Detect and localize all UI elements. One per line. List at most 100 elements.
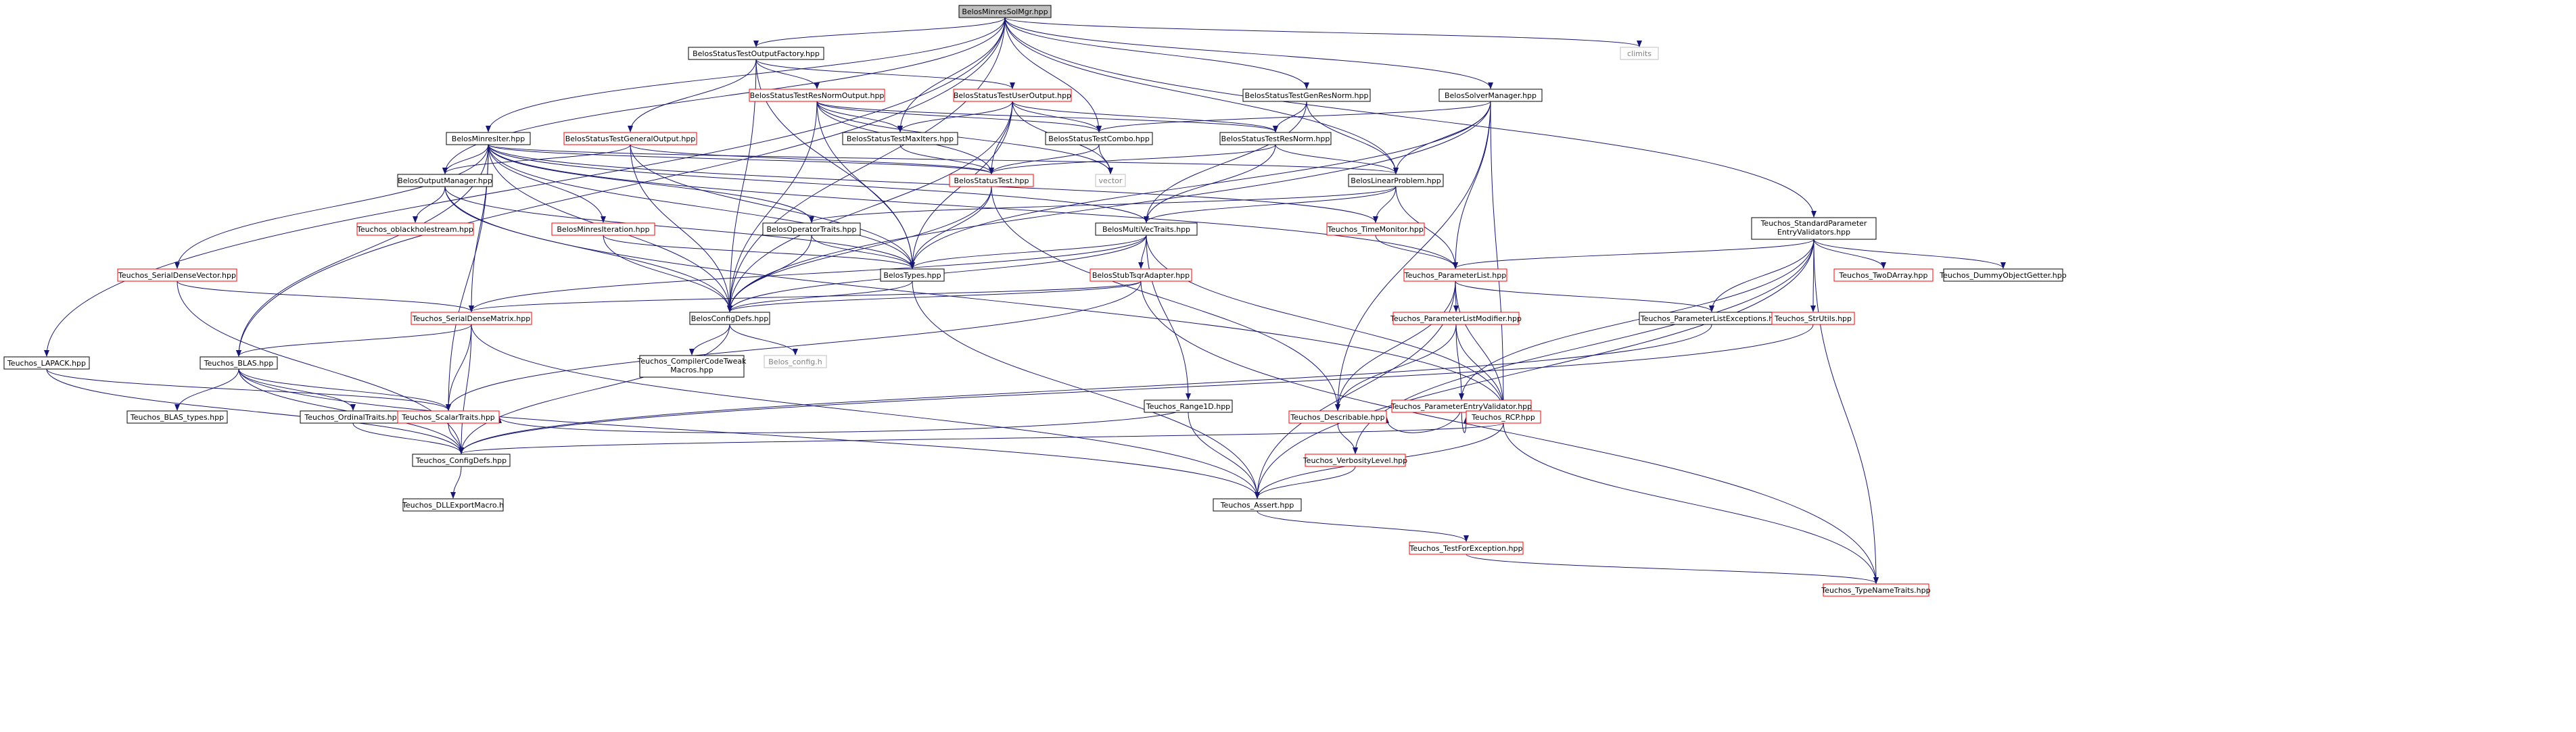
node-box-lapack bbox=[3, 356, 90, 370]
node-rcp[interactable]: Teuchos_RCP.hpp bbox=[1466, 410, 1541, 424]
edge-resnorm-to-mvtraits bbox=[1144, 144, 1276, 223]
edge-plmodifier-to-rcp bbox=[1455, 324, 1506, 411]
node-paramlist[interactable]: Teuchos_ParameterList.hpp bbox=[1403, 268, 1507, 282]
node-ordinal[interactable]: Teuchos_OrdinalTraits.hpp bbox=[300, 410, 406, 424]
edge-optraits-to-belosconfig bbox=[727, 235, 812, 312]
node-outmgr[interactable]: BelosOutputManager.hpp bbox=[397, 174, 493, 187]
node-label-genoutput: BelosStatusTestGeneralOutput.hpp bbox=[565, 135, 696, 143]
node-box-optraits bbox=[762, 222, 861, 236]
node-label-belostypes: BelosTypes.hpp bbox=[883, 271, 941, 280]
node-serialmat[interactable]: Teuchos_SerialDenseMatrix.hpp bbox=[411, 312, 532, 325]
node-twodarray[interactable]: Teuchos_TwoDArray.hpp bbox=[1833, 268, 1934, 282]
edge-maxiters-to-statustest bbox=[899, 144, 994, 174]
edge-pevalidator-to-describable bbox=[1384, 406, 1462, 433]
node-plexceptions[interactable]: Teuchos_ParameterListExceptions.hpp bbox=[1639, 312, 1785, 325]
node-box-mvtraits bbox=[1095, 222, 1198, 236]
node-testexc[interactable]: Teuchos_TestForException.hpp bbox=[1409, 541, 1524, 555]
edge-optraits-to-belostypes bbox=[811, 235, 915, 269]
node-box-pevalidator bbox=[1391, 399, 1532, 413]
node-serialvec[interactable]: Teuchos_SerialDenseVector.hpp bbox=[117, 268, 237, 282]
edge-range1d-to-scalar bbox=[496, 406, 1189, 433]
node-minresiter[interactable]: BelosMinresIter.hpp bbox=[446, 132, 531, 145]
node-timemon[interactable]: Teuchos_TimeMonitor.hpp bbox=[1326, 222, 1425, 236]
edge-minresiter-to-statustest bbox=[488, 144, 994, 174]
node-strutils[interactable]: Teuchos_StrUtils.hpp bbox=[1771, 312, 1855, 325]
node-range1d[interactable]: Teuchos_Range1D.hpp bbox=[1144, 399, 1233, 413]
node-linprob[interactable]: BelosLinearProblem.hpp bbox=[1348, 174, 1444, 187]
edge-resnorm-to-linprob bbox=[1275, 144, 1399, 174]
edge-mvtraits-to-serialmat bbox=[469, 235, 1147, 312]
node-statustest[interactable]: BelosStatusTest.hpp bbox=[949, 174, 1034, 187]
node-tconfig[interactable]: Teuchos_ConfigDefs.hpp bbox=[412, 454, 511, 467]
edge-genoutput-to-outmgr bbox=[442, 144, 631, 174]
node-blas[interactable]: Teuchos_BLAS.hpp bbox=[200, 356, 278, 370]
node-box-climits bbox=[1620, 47, 1659, 60]
node-genoutput[interactable]: BelosStatusTestGeneralOutput.hpp bbox=[563, 132, 697, 145]
node-solvermgr[interactable]: BelosSolverManager.hpp bbox=[1438, 89, 1543, 102]
node-label-twodarray: Teuchos_TwoDArray.hpp bbox=[1839, 271, 1928, 280]
node-typename[interactable]: Teuchos_TypeNameTraits.hpp bbox=[1821, 583, 1931, 597]
node-optraits[interactable]: BelosOperatorTraits.hpp bbox=[762, 222, 861, 236]
node-belosconfig[interactable]: BelosConfigDefs.hpp bbox=[689, 312, 770, 325]
node-pevalidator[interactable]: Teuchos_ParameterEntryValidator.hpp bbox=[1390, 399, 1532, 413]
node-oblack[interactable]: Teuchos_oblackholestream.hpp bbox=[356, 222, 474, 236]
node-blastypes[interactable]: Teuchos_BLAS_types.hpp bbox=[126, 410, 228, 424]
edge-minresiter-to-scalar bbox=[446, 144, 489, 411]
edge-resnormout-to-vector bbox=[816, 101, 1113, 174]
node-box-dummyobj bbox=[1943, 268, 2063, 282]
edge-genresnorm-to-mvtraits bbox=[1144, 101, 1307, 223]
node-lapack[interactable]: Teuchos_LAPACK.hpp bbox=[3, 356, 90, 370]
node-minresiteration[interactable]: BelosMinresIteration.hpp bbox=[551, 222, 655, 236]
node-belostypes[interactable]: BelosTypes.hpp bbox=[880, 268, 945, 282]
edge-outfactory-to-genoutput bbox=[628, 59, 757, 132]
node-box-solvermgr bbox=[1438, 89, 1543, 102]
node-resnormout[interactable]: BelosStatusTestResNormOutput.hpp bbox=[749, 89, 885, 102]
node-dllexport[interactable]: Teuchos_DLLExportMacro.h bbox=[402, 498, 504, 512]
edge-outfactory-to-belosconfig bbox=[727, 59, 757, 312]
node-dummyobj[interactable]: Teuchos_DummyObjectGetter.hpp bbox=[1939, 268, 2067, 282]
edge-belostypes-to-assert bbox=[912, 280, 1260, 499]
node-outfactory[interactable]: BelosStatusTestOutputFactory.hpp bbox=[688, 47, 824, 60]
node-verbosity[interactable]: Teuchos_VerbosityLevel.hpp bbox=[1303, 454, 1407, 467]
node-label-stubtsqr: BelosStubTsqrAdapter.hpp bbox=[1092, 271, 1190, 280]
node-label-root: BelosMinresSolMgr.hpp bbox=[962, 7, 1048, 16]
node-genresnorm[interactable]: BelosStatusTestGenResNorm.hpp bbox=[1242, 89, 1371, 102]
node-label-blas: Teuchos_BLAS.hpp bbox=[204, 359, 273, 368]
edge-serialmat-to-blas bbox=[236, 324, 472, 357]
edge-stdparam-to-assert bbox=[1255, 239, 1814, 499]
node-combo[interactable]: BelosStatusTestCombo.hpp bbox=[1045, 132, 1153, 145]
edge-plexceptions-to-tconfig bbox=[459, 324, 1712, 454]
node-box-resnorm bbox=[1219, 132, 1332, 145]
edge-outmgr-to-rcp bbox=[444, 186, 1506, 411]
edge-serialmat-to-scalar bbox=[446, 324, 472, 411]
node-scalar[interactable]: Teuchos_ScalarTraits.hpp bbox=[397, 410, 500, 424]
edge-blas-to-scalar bbox=[238, 368, 451, 411]
edge-stubtsqr-to-typename bbox=[1140, 280, 1879, 584]
node-useroutput[interactable]: BelosStatusTestUserOutput.hpp bbox=[953, 89, 1072, 102]
edge-root-to-genresnorm bbox=[1004, 17, 1309, 89]
node-box-vector bbox=[1095, 174, 1126, 187]
edge-minresiteration-to-belostypes bbox=[603, 235, 915, 269]
node-box-outfactory bbox=[688, 47, 824, 60]
node-box-range1d bbox=[1144, 399, 1233, 413]
node-assert[interactable]: Teuchos_Assert.hpp bbox=[1213, 498, 1302, 512]
edge-root-to-outfactory bbox=[753, 17, 1006, 47]
node-label-lapack: Teuchos_LAPACK.hpp bbox=[7, 359, 86, 368]
node-maxiters[interactable]: BelosStatusTestMaxIters.hpp bbox=[842, 132, 958, 145]
node-mvtraits[interactable]: BelosMultiVecTraits.hpp bbox=[1095, 222, 1198, 236]
edge-stdparam-to-paramlist bbox=[1453, 239, 1814, 269]
node-describable[interactable]: Teuchos_Describable.hpp bbox=[1288, 410, 1387, 424]
node-label-rcp: Teuchos_RCP.hpp bbox=[1471, 413, 1535, 422]
node-resnorm[interactable]: BelosStatusTestResNorm.hpp bbox=[1219, 132, 1332, 145]
node-label-assert: Teuchos_Assert.hpp bbox=[1220, 501, 1294, 510]
node-plmodifier[interactable]: Teuchos_ParameterListModifier.hpp bbox=[1390, 312, 1522, 325]
node-box-testexc bbox=[1409, 541, 1524, 555]
node-box-rcp bbox=[1466, 410, 1541, 424]
node-stubtsqr[interactable]: BelosStubTsqrAdapter.hpp bbox=[1090, 268, 1192, 282]
node-label-oblack: Teuchos_oblackholestream.hpp bbox=[356, 225, 473, 234]
node-box-maxiters bbox=[842, 132, 958, 145]
edge-lapack-to-scalar bbox=[46, 368, 451, 411]
edge-stdparam-to-pevalidator bbox=[1459, 239, 1814, 400]
